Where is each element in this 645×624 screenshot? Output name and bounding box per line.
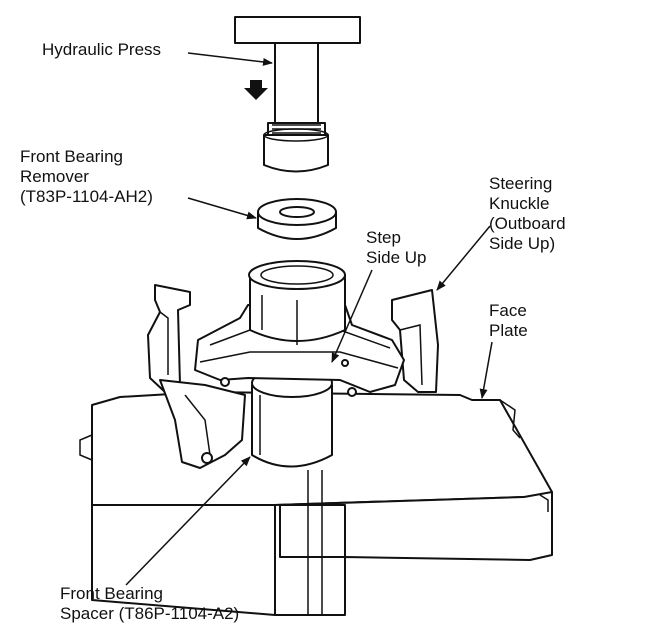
- front-bearing-remover: [257, 198, 337, 240]
- face-plate-label: Face Plate: [489, 301, 528, 340]
- leader-lines: [125, 52, 493, 586]
- step-side-up-label: Step Side Up: [366, 228, 427, 267]
- front-bearing-spacer-label: Front Bearing Spacer (T86P-1104-A2): [60, 584, 240, 623]
- front-bearing-remover-label: Front Bearing Remover (T83P-1104-AH2): [20, 147, 153, 206]
- hydraulic-press-label: Hydraulic Press: [42, 40, 162, 59]
- steering-knuckle: [147, 260, 439, 469]
- front-bearing-spacer: [251, 368, 333, 468]
- steering-knuckle-label: Steering Knuckle (Outboard Side Up): [489, 174, 566, 253]
- down-arrow-icon: [244, 80, 268, 100]
- hydraulic-press: [234, 16, 361, 173]
